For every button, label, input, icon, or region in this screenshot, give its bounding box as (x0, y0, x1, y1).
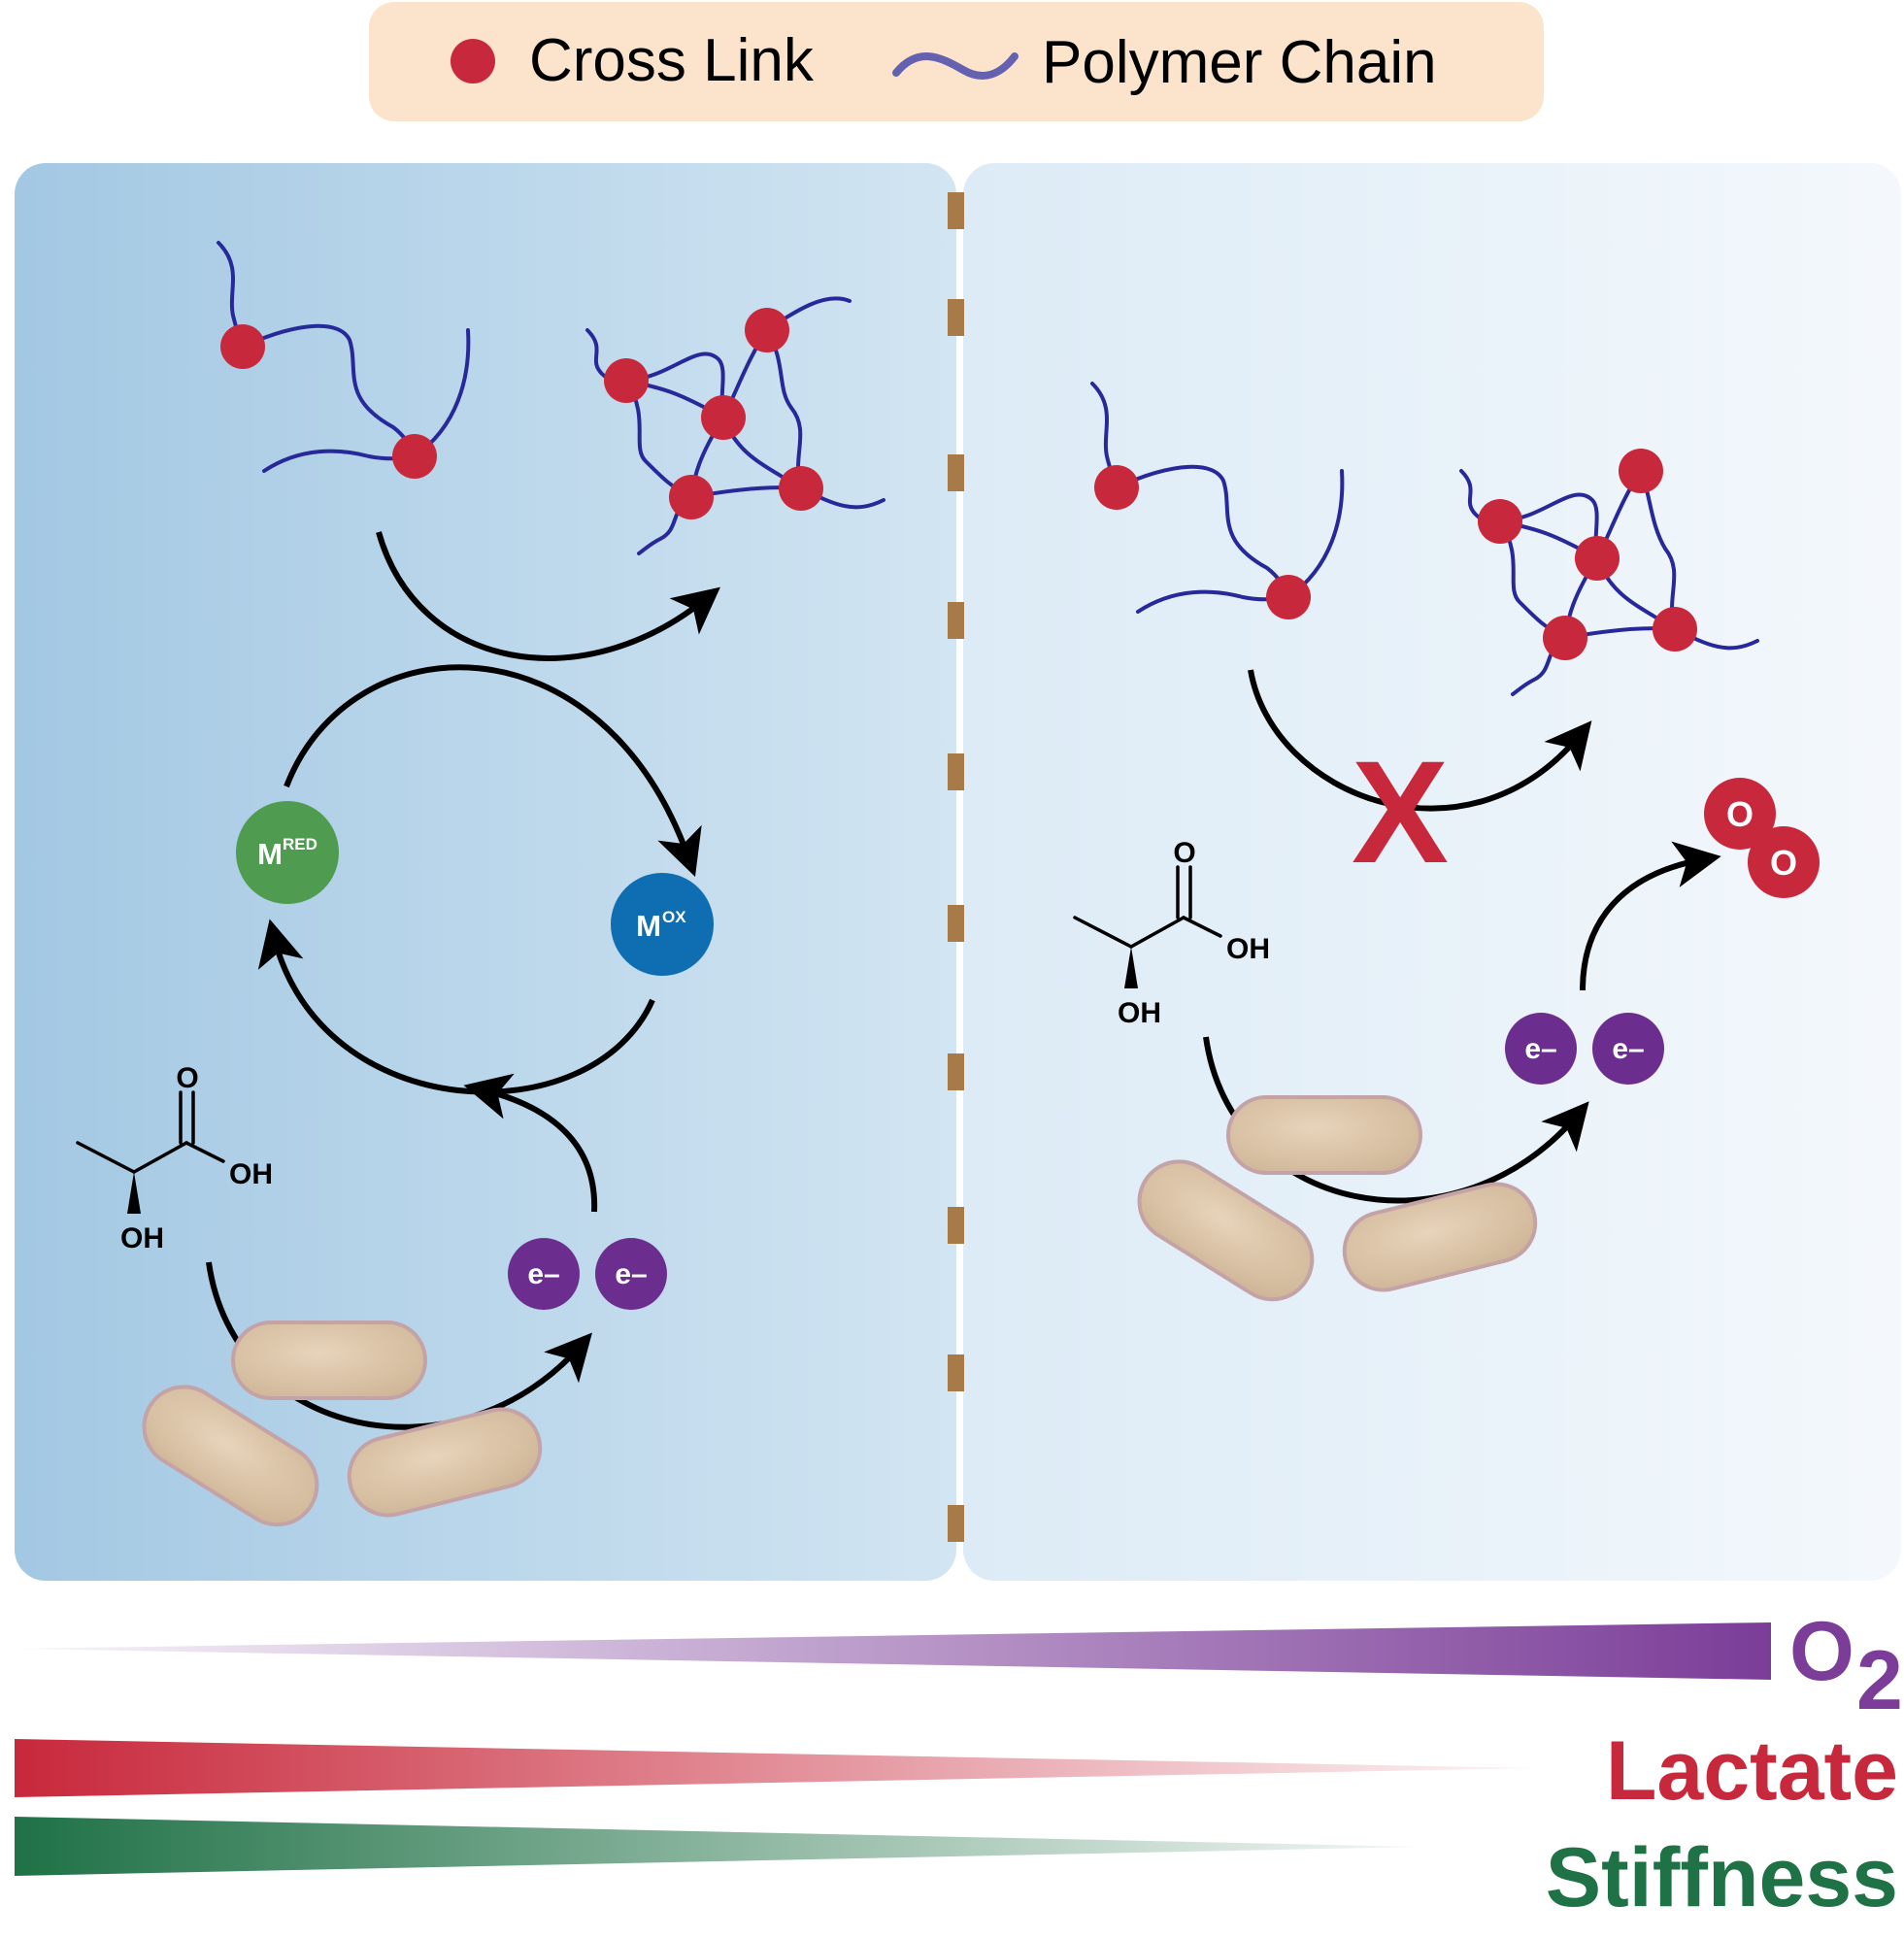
panel-divider (948, 192, 964, 1542)
crosslinked-network-left (585, 296, 885, 555)
cross-link (1653, 607, 1697, 652)
bacteria-left (142, 1321, 543, 1527)
oxygen-molecule: O O (1704, 778, 1820, 898)
mediator-oxidation-arrow (284, 664, 702, 877)
cross-link (1619, 449, 1663, 493)
mediator-oxidized-label: M (636, 909, 661, 943)
metabolism-arrow-left (206, 1261, 592, 1430)
cross-link (779, 466, 823, 511)
electron-label: e– (527, 1258, 559, 1290)
oxygen-atom-label: O (1726, 794, 1754, 834)
blocked-x-mark: X (1352, 730, 1449, 893)
loose-polymer-left (217, 241, 471, 479)
metabolism-arrow-right (1203, 1036, 1589, 1204)
left-panel-background (15, 163, 956, 1581)
electron-transfer-arrow-left (463, 1073, 598, 1213)
cross-link (392, 434, 437, 479)
bacterium (1342, 1182, 1538, 1292)
cross-link (701, 395, 746, 440)
mediator-reduced: M RED (236, 801, 339, 904)
cross-link-legend-label: Cross Link (529, 27, 815, 94)
mediator-reduced-label: M (257, 837, 283, 871)
cross-link (604, 358, 649, 403)
cross-link (1478, 499, 1522, 544)
lactate-molecule-left: O OH OH (76, 1062, 273, 1254)
lactate-molecule-right: O OH OH (1073, 837, 1270, 1029)
cross-link (1575, 536, 1620, 581)
stiffness-gradient-bar (15, 1817, 1420, 1876)
cross-link (220, 324, 265, 369)
bacterium (142, 1385, 319, 1527)
bacterium (231, 1321, 427, 1400)
electron-label: e– (1524, 1033, 1556, 1065)
carbonyl-oxygen-label: O (1173, 837, 1195, 869)
loose-polymer-right (1090, 382, 1345, 619)
cross-link (1543, 616, 1587, 660)
electrons-left: e– e– (508, 1238, 667, 1310)
carbonyl-oxygen-label: O (176, 1062, 198, 1094)
mediator-oxidized: M OX (611, 873, 714, 976)
legend: Cross Link Polymer Chain (369, 2, 1544, 121)
o2-gradient: O 2 (15, 1605, 1903, 1727)
electrons-right: e– e– (1505, 1013, 1664, 1085)
polymer-chain-legend-label: Polymer Chain (1042, 29, 1437, 96)
lactate-gradient: Lactate (15, 1724, 1898, 1818)
crosslinking-arrow-left (376, 531, 720, 661)
acid-hydroxyl-label: OH (229, 1158, 273, 1190)
mediator-reduced-superscript: RED (283, 835, 317, 853)
mediator-oxidized-superscript: OX (662, 908, 686, 926)
stiffness-gradient: Stiffness (15, 1817, 1898, 1924)
electron-label: e– (1612, 1033, 1644, 1065)
o2-gradient-bar (15, 1622, 1771, 1680)
lactate-gradient-label: Lactate (1606, 1724, 1898, 1818)
polymer-chain-legend-icon (892, 52, 1019, 80)
bacterium (1137, 1159, 1315, 1302)
lactate-gradient-bar (15, 1739, 1534, 1797)
cross-link (1094, 465, 1139, 510)
cross-link (745, 308, 789, 352)
bacterium (1226, 1095, 1422, 1175)
o2-gradient-label: O (1789, 1605, 1854, 1698)
stiffness-gradient-label: Stiffness (1546, 1831, 1898, 1924)
cross-link (669, 475, 714, 519)
crosslinked-network-right (1459, 449, 1759, 696)
legend-box (369, 2, 1544, 121)
alpha-hydroxyl-label: OH (1118, 997, 1161, 1029)
mediator-reduction-arrow (257, 919, 655, 1095)
o2-gradient-subscript: 2 (1856, 1634, 1903, 1727)
acid-hydroxyl-label: OH (1226, 933, 1270, 965)
electron-label: e– (615, 1258, 647, 1290)
cross-link (1266, 575, 1311, 619)
alpha-hydroxyl-label: OH (120, 1222, 164, 1254)
cross-link-legend-icon (451, 39, 495, 84)
electron-to-oxygen-arrow (1580, 841, 1721, 991)
blocked-crosslinking-arrow (1248, 669, 1592, 812)
bacterium (347, 1407, 543, 1518)
bacteria-right (1137, 1095, 1538, 1302)
oxygen-atom-label: O (1770, 843, 1797, 883)
